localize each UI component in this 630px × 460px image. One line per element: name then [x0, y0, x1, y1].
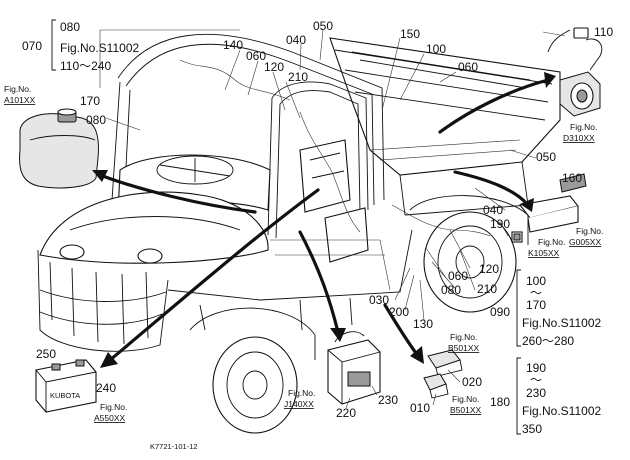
bracket-sketch	[511, 173, 587, 243]
part-220: 220	[336, 406, 356, 420]
group-070-item: 080	[60, 20, 80, 34]
part-170: 170	[80, 94, 100, 108]
part-030: 030	[369, 293, 389, 307]
part-140: 140	[223, 38, 243, 52]
group-070-range: 110～240	[60, 59, 111, 73]
figref-j140-code: J140XX	[284, 399, 314, 409]
group-090-range: 260～280	[522, 334, 574, 348]
figref-b501a-label: Fig.No.	[450, 332, 477, 342]
part-250: 250	[36, 347, 56, 361]
callout-arrows	[92, 72, 556, 368]
part-060-top: 060	[246, 49, 266, 63]
part-number-labels: 040 050 140 060 120 210 150 100 060 170 …	[36, 19, 613, 420]
part-100-top: 100	[426, 42, 446, 56]
figref-g005-code: G005XX	[569, 237, 601, 247]
part-080-left: 080	[86, 113, 106, 127]
part-040-mid: 040	[483, 203, 503, 217]
part-240: 240	[96, 381, 116, 395]
part-150: 150	[400, 27, 420, 41]
figref-d310-label: Fig.No.	[570, 122, 597, 132]
group-090-tilde: ～	[530, 286, 542, 300]
leader-lines	[99, 29, 566, 409]
group-bracket-090: 090 100 ～ 170 Fig.No.S11002 260～280	[490, 269, 601, 348]
figref-b501b-code: B501XX	[450, 405, 482, 415]
battery-brand-label: KUBOTA	[50, 391, 80, 400]
part-020: 020	[462, 375, 482, 389]
battery-sketch: KUBOTA	[35, 359, 97, 413]
drawing-code: K7721-101-12	[150, 442, 198, 451]
part-230: 230	[378, 393, 398, 407]
part-050-top: 050	[313, 19, 333, 33]
group-180-item: 190	[526, 361, 546, 375]
part-120-top: 120	[264, 60, 284, 74]
group-bracket-180: 180 190 ～ 230 Fig.No.S11002 350	[490, 357, 601, 436]
figref-a101-code: A101XX	[4, 95, 36, 105]
utility-vehicle-illustration	[37, 33, 561, 434]
part-050-right: 050	[536, 150, 556, 164]
part-040-top: 040	[286, 33, 306, 47]
group-180-number: 180	[490, 395, 510, 409]
figref-a550-label: Fig.No.	[100, 402, 127, 412]
figref-k105-label: Fig.No.	[538, 237, 565, 247]
group-070-fig: Fig.No.S11002	[60, 41, 139, 55]
switch-module-sketch	[423, 349, 463, 399]
group-180-item2: 230	[526, 386, 546, 400]
headlamp-assembly-sketch	[547, 27, 603, 117]
figref-a101-label: Fig.No.	[4, 84, 31, 94]
part-110: 110	[594, 25, 613, 39]
fuel-tank-sketch	[19, 108, 99, 189]
part-060-mid: 060	[448, 269, 468, 283]
figref-b501a-code: B501XX	[448, 343, 480, 353]
group-180-range: 350	[522, 422, 542, 436]
figref-k105-code: K105XX	[528, 248, 560, 258]
figref-b501b-label: Fig.No.	[452, 394, 479, 404]
part-210-mid: 210	[477, 282, 497, 296]
group-090-item2: 170	[526, 298, 546, 312]
figref-g005-label: Fig.No.	[576, 226, 603, 236]
figref-j140-label: Fig.No.	[288, 388, 315, 398]
figref-d310-code: D310XX	[563, 133, 595, 143]
group-180-fig: Fig.No.S11002	[522, 404, 601, 418]
figref-a550-code: A550XX	[94, 413, 126, 423]
group-090-fig: Fig.No.S11002	[522, 316, 601, 330]
part-160: 160	[562, 171, 582, 185]
figure-references: Fig.No. A101XX Fig.No. D310XX Fig.No. G0…	[4, 84, 603, 423]
group-090-number: 090	[490, 305, 510, 319]
part-210-top: 210	[288, 70, 308, 84]
part-130: 130	[413, 317, 433, 331]
group-070-number: 070	[22, 39, 42, 53]
group-090-item: 100	[526, 274, 546, 288]
group-bracket-070: 070 080 Fig.No.S11002 110～240	[22, 19, 139, 73]
part-010: 010	[410, 401, 430, 415]
part-190: 190	[490, 217, 510, 231]
group-180-tilde: ～	[530, 373, 542, 387]
part-200: 200	[389, 305, 409, 319]
relay-box-sketch	[327, 331, 381, 405]
part-120-mid: 120	[479, 262, 499, 276]
part-060-right: 060	[458, 60, 478, 74]
part-080-mid: 080	[441, 283, 461, 297]
